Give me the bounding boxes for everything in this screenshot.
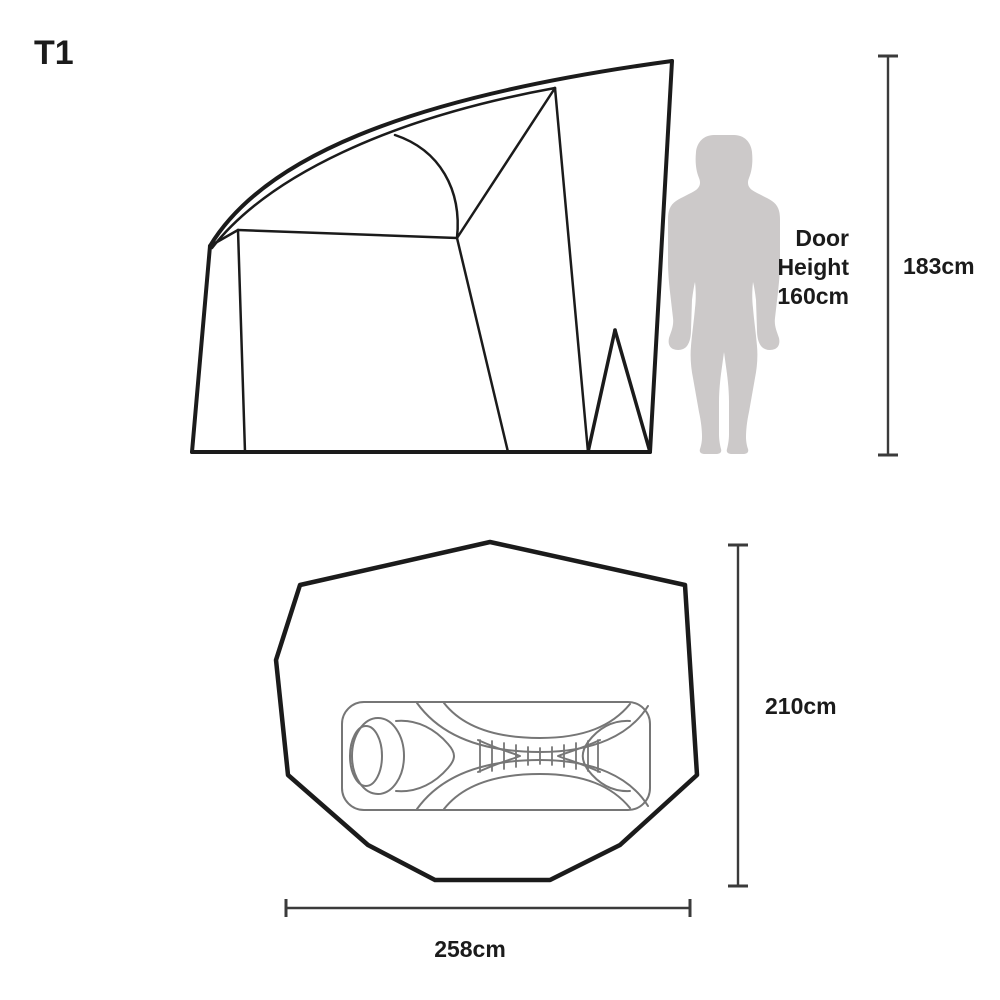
sleeping-bag-outline (341, 701, 651, 811)
door-height-note: Door Height 160cm (777, 225, 849, 309)
sleeping-bag-icon (341, 701, 651, 811)
tent-left-wall (190, 244, 212, 454)
depth-dimension-210: 210cm (728, 543, 837, 888)
tent-eave-line (236, 228, 459, 240)
dimension-label-height: 183cm (903, 253, 975, 279)
sleeping-bag-rib-right-edge (557, 739, 601, 773)
width-dimension-258: 258cm (284, 899, 692, 962)
tent-floor-plan (273, 539, 700, 883)
dimension-label-width: 258cm (434, 936, 506, 962)
sleeping-bag-rib-left-edge (477, 739, 521, 773)
page-title: T1 (34, 34, 74, 72)
sleeping-bag-seam-top-inner (443, 702, 631, 739)
tent-side-elevation (190, 59, 674, 454)
tent-left-post (236, 228, 247, 454)
tent-diagonal-seam (455, 86, 557, 240)
sleeping-bag-head (349, 725, 383, 787)
door-note-line-3: 160cm (777, 283, 849, 309)
tent-ridge-line (208, 59, 674, 248)
sleeping-bag-shoulder-left (395, 719, 455, 793)
tent-vestibule-right-edge (613, 328, 652, 454)
tent-rear-edge (648, 59, 674, 454)
height-dimension-183: 183cm (878, 54, 975, 457)
sleeping-bag-foot-right (581, 719, 631, 793)
sleeping-bag-seam-bottom-inner (443, 773, 631, 810)
door-note-line-1: Door (795, 225, 849, 251)
door-note-line-2: Height (777, 254, 849, 280)
human-silhouette (668, 135, 780, 454)
floor-plan-outline (273, 539, 700, 883)
sleeping-bag-ribs (479, 739, 599, 773)
tent-main-pole (553, 86, 590, 454)
tent-door-post (455, 236, 510, 454)
sleeping-bag-hood (351, 717, 405, 795)
tent-door-arch (393, 133, 459, 240)
dimension-label-depth: 210cm (765, 693, 837, 719)
tent-left-fold (208, 228, 240, 248)
tent-vestibule-left-edge (586, 328, 617, 454)
tent-inner-canopy-arc (210, 86, 557, 250)
